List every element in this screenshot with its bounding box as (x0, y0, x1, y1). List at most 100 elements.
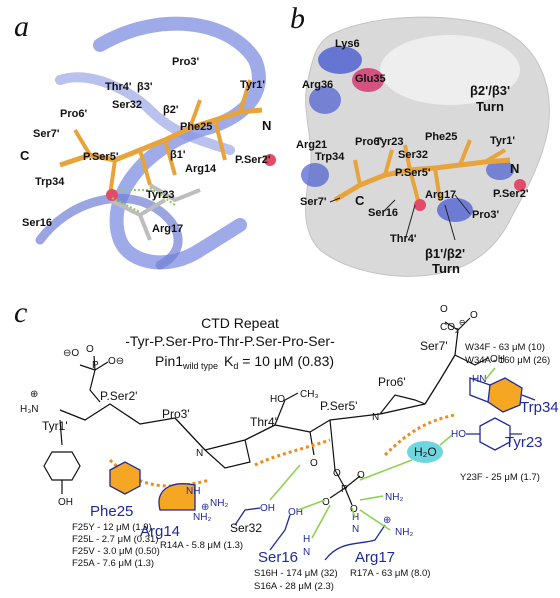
c-trp34-ring (487, 377, 523, 413)
a-beta3: β3' (137, 81, 153, 93)
c-ser32-oh: OH (260, 503, 275, 514)
c-arg17-nh2a: NH₂ (385, 492, 403, 503)
c-ser32-side (234, 507, 261, 526)
a-arg17: Arg17 (152, 223, 183, 235)
c-pro6-ring (379, 394, 426, 415)
c-tyr23-ho: HO (451, 429, 466, 440)
b-turn-bottom-1: β1'/β2' (425, 246, 465, 261)
c-h2o: H₂O (414, 445, 437, 459)
c-nplus: ⊕ (30, 389, 38, 400)
c-trp34-link (521, 394, 536, 401)
c-carbonyl (309, 431, 315, 456)
a-c: C (20, 148, 30, 163)
b-turn-top-2: Turn (476, 99, 504, 114)
b-thr4: Thr4' (390, 233, 417, 245)
b-phe25: Phe25 (425, 131, 457, 143)
a-tyr1: Tyr1' (240, 79, 265, 91)
panel-b-phosphate-2 (414, 199, 426, 211)
a-ser32: Ser32 (112, 99, 142, 111)
c-pser5: P.Ser5' (320, 399, 357, 413)
panel-a-sidechains (73, 79, 252, 196)
c-trp34: Trp34 (520, 399, 559, 416)
c-pser5-om2: O (350, 504, 358, 515)
c-co2-sub: 2 (455, 328, 459, 335)
b-ser16: Ser16 (368, 207, 398, 219)
panel-b-basic-patch-2 (309, 86, 341, 114)
b-arg21: Arg21 (296, 139, 327, 151)
c-thr4: Thr4' (250, 415, 277, 429)
c-mut-trp34-2: W34A - 160 μM (26) (465, 355, 550, 366)
panel-a-phosphate-2 (106, 189, 118, 201)
c-mut-phe25-2: F25L - 2.7 μM (0.31) (72, 534, 158, 545)
c-hydrophobic-2 (383, 413, 456, 457)
c-title: CTD Repeat (201, 315, 279, 331)
panel-b-phosphate-1 (514, 179, 526, 191)
panel-b: b Lys6 Arg36 Glu35 Arg21 Pro6' Tyr23 Phe… (290, 2, 550, 277)
a-trp34: Trp34 (35, 176, 65, 188)
c-ser7-oh: OH (490, 354, 505, 365)
c-tyr23: Tyr23 (505, 434, 543, 451)
panel-a-ribbon (93, 16, 266, 270)
c-co2: CO2⊖ (440, 318, 466, 335)
c-ho: HO (270, 394, 285, 405)
c-arg17-plus: ⊕ (383, 515, 391, 526)
c-arg14-shape (158, 483, 196, 511)
c-ser7: Ser7' (420, 339, 448, 353)
a-n: N (262, 118, 271, 133)
c-arg17-side (324, 524, 386, 561)
c-co2-o2: O (470, 310, 478, 321)
c-pser5-o2: O (357, 470, 365, 481)
c-tyr1: Tyr1' (42, 419, 68, 433)
c-ominus-1: ⊖O (63, 348, 79, 359)
b-arg17: Arg17 (425, 189, 456, 201)
c-ser16-side (269, 514, 291, 551)
c-mut-arg14: R14A - 5.8 μM (1.3) (160, 540, 243, 551)
c-ser32: Ser32 (230, 521, 262, 535)
c-ser7-side (444, 317, 489, 366)
b-turn-bottom-2: Turn (432, 261, 460, 276)
panel-b-basic-patch-5 (486, 160, 514, 180)
c-tyr23-ring (479, 417, 511, 451)
c-thr4-side (274, 392, 299, 426)
b-pro6: Pro6' (355, 136, 382, 148)
c-kd-k: K (224, 353, 234, 369)
b-n: N (510, 161, 519, 176)
panel-a-phosphate-1 (264, 154, 276, 166)
c-mut-tyr23: Y23F - 25 μM (1.7) (460, 472, 540, 483)
a-beta2: β2' (163, 104, 179, 116)
c-mut-phe25-4: F25A - 7.6 μM (1.3) (72, 558, 154, 569)
c-pser5-p: P (341, 484, 348, 495)
a-tyr23: Tyr23 (146, 189, 175, 201)
a-ser16: Ser16 (22, 217, 52, 229)
c-hydrophobic-3 (254, 438, 331, 467)
b-pser2: P.Ser2' (493, 188, 529, 200)
a-thr4: Thr4' (105, 81, 132, 93)
c-mut-phe25-1: F25Y - 12 μM (1.9) (72, 522, 152, 533)
c-p-2: P (92, 360, 99, 371)
panel-b-sidechains (353, 139, 507, 201)
c-pser2-phosphate (79, 355, 109, 403)
c-arg17: Arg17 (355, 549, 395, 566)
b-glu35: Glu35 (355, 73, 386, 85)
c-p-1: O (86, 344, 94, 355)
c-trp34-nh: HN (472, 374, 486, 385)
c-mut-arg17: R17A - 63 μM (8.0) (350, 568, 430, 579)
c-ser16-h: H (303, 534, 310, 545)
c-backbone (59, 354, 456, 451)
c-mut-ser16-1: S16H - 174 μM (32) (254, 568, 338, 579)
a-pro3: Pro3' (172, 56, 199, 68)
panel-c: c CTD Repeat -Tyr-P.Ser-Pro-Thr-P.Ser-Pr… (14, 296, 559, 592)
c-phe25-ring (109, 461, 141, 495)
c-kd-prefix: Pin1 (155, 353, 183, 369)
a-pser5: P.Ser5' (83, 151, 119, 163)
c-ominus-2: O⊖ (108, 356, 124, 367)
c-pro6: Pro6' (378, 375, 406, 389)
panel-b-basic-patch-4 (437, 198, 473, 222)
b-leader-lines (329, 194, 471, 241)
b-pro3: Pro3' (472, 209, 499, 221)
c-pro3-n: N (196, 448, 203, 459)
c-kd-d: d (233, 361, 238, 371)
panel-b-peptide (333, 157, 511, 203)
c-nh3: H₃N (20, 404, 39, 415)
